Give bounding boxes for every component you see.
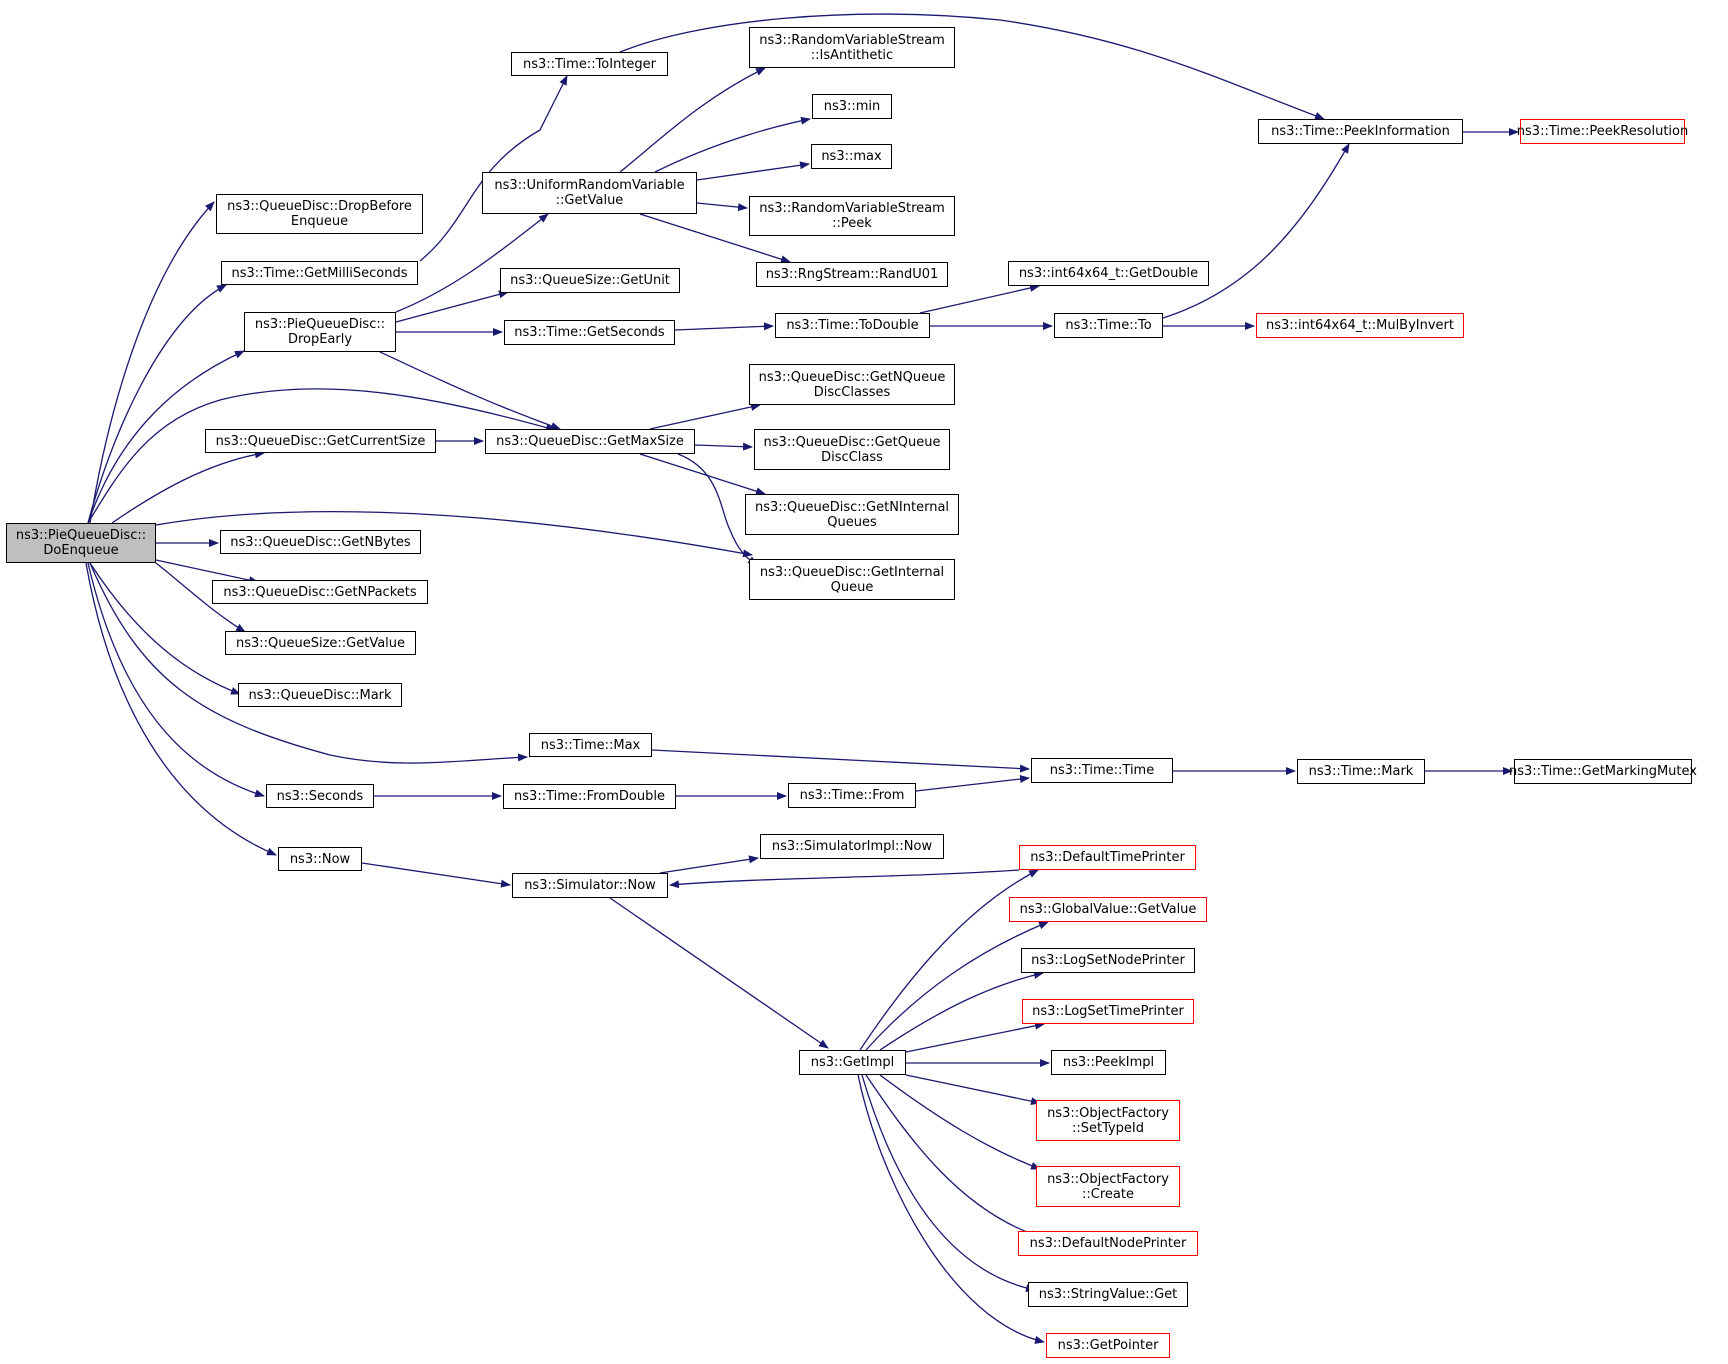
node-peek-resolution[interactable]: ns3::Time::PeekResolution xyxy=(1517,119,1688,144)
edge-root-get-n-packets xyxy=(155,559,259,585)
node-get-queue-disc-class[interactable]: ns3::QueueDisc::GetQueue DiscClass xyxy=(754,429,950,470)
edge-time-to-peek-information xyxy=(1162,143,1350,319)
edge-get-impl-default-node-printer xyxy=(865,1074,1041,1238)
node-pie-queue-disc-do-enqueue: ns3::PieQueueDisc:: DoEnqueue xyxy=(6,523,156,563)
node-object-factory-create[interactable]: ns3::ObjectFactory ::Create xyxy=(1036,1166,1180,1207)
edge-root-now xyxy=(85,562,277,856)
node-get-current-size[interactable]: ns3::QueueDisc::GetCurrentSize xyxy=(205,429,436,453)
edge-root-seconds xyxy=(87,562,265,798)
node-get-pointer[interactable]: ns3::GetPointer xyxy=(1046,1333,1170,1358)
edge-max-size-n-queue-disc-classes xyxy=(649,403,761,430)
node-get-internal-queue[interactable]: ns3::QueueDisc::GetInternal Queue xyxy=(749,559,955,600)
edge-to-double-get-double xyxy=(919,284,1040,314)
edge-get-impl-log-set-node-printer xyxy=(879,971,1044,1051)
node-get-n-packets[interactable]: ns3::QueueDisc::GetNPackets xyxy=(212,580,428,604)
node-get-double[interactable]: ns3::int64x64_t::GetDouble xyxy=(1008,261,1209,286)
edge-time-from-time-time xyxy=(915,775,1030,792)
node-is-antithetic[interactable]: ns3::RandomVariableStream ::IsAntithetic xyxy=(749,27,955,68)
edge-root-get-milli-seconds xyxy=(87,284,227,524)
node-rand-u01[interactable]: ns3::RngStream::RandU01 xyxy=(756,262,948,287)
edge-urv-min xyxy=(654,116,811,173)
node-get-impl[interactable]: ns3::GetImpl xyxy=(799,1050,906,1075)
node-drop-early[interactable]: ns3::PieQueueDisc:: DropEarly xyxy=(244,312,396,352)
node-seconds[interactable]: ns3::Seconds xyxy=(266,784,374,808)
node-uniform-random-variable-get-value[interactable]: ns3::UniformRandomVariable ::GetValue xyxy=(482,172,697,214)
node-get-milli-seconds[interactable]: ns3::Time::GetMilliSeconds xyxy=(221,261,418,285)
node-mul-by-invert[interactable]: ns3::int64x64_t::MulByInvert xyxy=(1256,313,1464,338)
node-simulator-now[interactable]: ns3::Simulator::Now xyxy=(512,873,668,898)
edge-get-impl-global-value xyxy=(865,921,1049,1051)
edge-root-drop-early xyxy=(87,350,245,524)
node-time-to[interactable]: ns3::Time::To xyxy=(1054,313,1163,338)
node-to-double[interactable]: ns3::Time::ToDouble xyxy=(775,313,930,338)
edge-get-impl-string-value-get xyxy=(861,1074,1036,1293)
edge-drop-early-get-unit xyxy=(395,290,509,323)
node-now[interactable]: ns3::Now xyxy=(278,847,362,871)
edge-urv-max xyxy=(696,161,810,181)
edge-urv-is-antithetic xyxy=(619,67,766,173)
edge-root-qd-mark xyxy=(89,562,241,695)
node-drop-before-enqueue[interactable]: ns3::QueueDisc::DropBefore Enqueue xyxy=(216,194,423,234)
node-peek-impl[interactable]: ns3::PeekImpl xyxy=(1051,1050,1166,1075)
edge-urv-rand-u01 xyxy=(639,213,791,264)
edge-default-time-printer-simulator-now xyxy=(669,869,1020,889)
node-get-marking-mutex[interactable]: ns3::Time::GetMarkingMutex xyxy=(1509,759,1697,784)
node-log-set-time-printer[interactable]: ns3::LogSetTimePrinter xyxy=(1022,999,1194,1024)
node-get-unit[interactable]: ns3::QueueSize::GetUnit xyxy=(500,268,680,293)
edge-get-impl-get-pointer xyxy=(857,1074,1045,1344)
node-get-n-bytes[interactable]: ns3::QueueDisc::GetNBytes xyxy=(220,530,421,554)
edge-milli-to-integer xyxy=(419,75,568,262)
edge-root-get-max-size xyxy=(87,388,556,524)
edge-drop-early-get-max-size xyxy=(379,351,561,430)
edge-max-size-n-internal-queues xyxy=(639,453,766,496)
node-rvs-peek[interactable]: ns3::RandomVariableStream ::Peek xyxy=(749,196,955,236)
edge-get-seconds-to-double xyxy=(674,322,774,331)
edge-urv-rvs-peek xyxy=(696,202,748,212)
node-log-set-node-printer[interactable]: ns3::LogSetNodePrinter xyxy=(1021,948,1195,973)
node-time-time[interactable]: ns3::Time::Time xyxy=(1031,758,1173,783)
node-queue-size-get-value[interactable]: ns3::QueueSize::GetValue xyxy=(225,631,416,655)
edge-to-integer-peek-information xyxy=(619,13,1325,120)
node-time-from[interactable]: ns3::Time::From xyxy=(788,783,916,808)
node-default-node-printer[interactable]: ns3::DefaultNodePrinter xyxy=(1018,1231,1198,1256)
node-global-value-get-value[interactable]: ns3::GlobalValue::GetValue xyxy=(1009,897,1207,922)
node-get-seconds[interactable]: ns3::Time::GetSeconds xyxy=(504,320,675,345)
edge-max-size-internal-queue xyxy=(677,453,758,566)
edge-get-impl-create xyxy=(879,1074,1041,1170)
edge-root-get-internal-queue xyxy=(155,510,753,558)
node-from-double[interactable]: ns3::Time::FromDouble xyxy=(503,784,676,809)
edge-get-impl-set-type-id xyxy=(905,1074,1041,1106)
edge-simulator-now-get-impl xyxy=(609,897,829,1049)
node-time-mark[interactable]: ns3::Time::Mark xyxy=(1297,759,1425,784)
node-object-factory-set-type-id[interactable]: ns3::ObjectFactory ::SetTypeId xyxy=(1036,1100,1180,1141)
edge-root-time-max xyxy=(89,562,528,764)
edge-now-simulator-now xyxy=(361,862,511,888)
node-max[interactable]: ns3::max xyxy=(811,144,892,169)
edge-root-drop-before-enqueue xyxy=(89,201,215,524)
node-default-time-printer[interactable]: ns3::DefaultTimePrinter xyxy=(1019,845,1196,870)
edge-get-impl-default-time-printer xyxy=(859,869,1039,1051)
edge-max-size-queue-disc-class xyxy=(694,442,753,451)
node-to-integer[interactable]: ns3::Time::ToInteger xyxy=(511,52,668,76)
node-peek-information[interactable]: ns3::Time::PeekInformation xyxy=(1258,119,1463,144)
node-min[interactable]: ns3::min xyxy=(812,94,892,119)
edge-get-impl-log-set-time-printer xyxy=(905,1021,1045,1053)
edge-root-qs-get-value xyxy=(155,562,246,633)
edge-root-get-current-size xyxy=(111,450,265,524)
node-string-value-get[interactable]: ns3::StringValue::Get xyxy=(1028,1282,1188,1307)
edge-time-max-time-time xyxy=(651,749,1030,773)
node-queue-disc-mark[interactable]: ns3::QueueDisc::Mark xyxy=(238,683,402,707)
edge-simulator-now-simulator-impl-now xyxy=(659,855,759,874)
node-get-n-internal-queues[interactable]: ns3::QueueDisc::GetNInternal Queues xyxy=(745,494,959,535)
node-simulator-impl-now[interactable]: ns3::SimulatorImpl::Now xyxy=(760,834,944,859)
edge-drop-early-urv xyxy=(395,213,549,313)
node-time-max[interactable]: ns3::Time::Max xyxy=(529,733,652,757)
node-get-n-queue-disc-classes[interactable]: ns3::QueueDisc::GetNQueue DiscClasses xyxy=(749,364,955,405)
node-get-max-size[interactable]: ns3::QueueDisc::GetMaxSize xyxy=(485,429,695,454)
